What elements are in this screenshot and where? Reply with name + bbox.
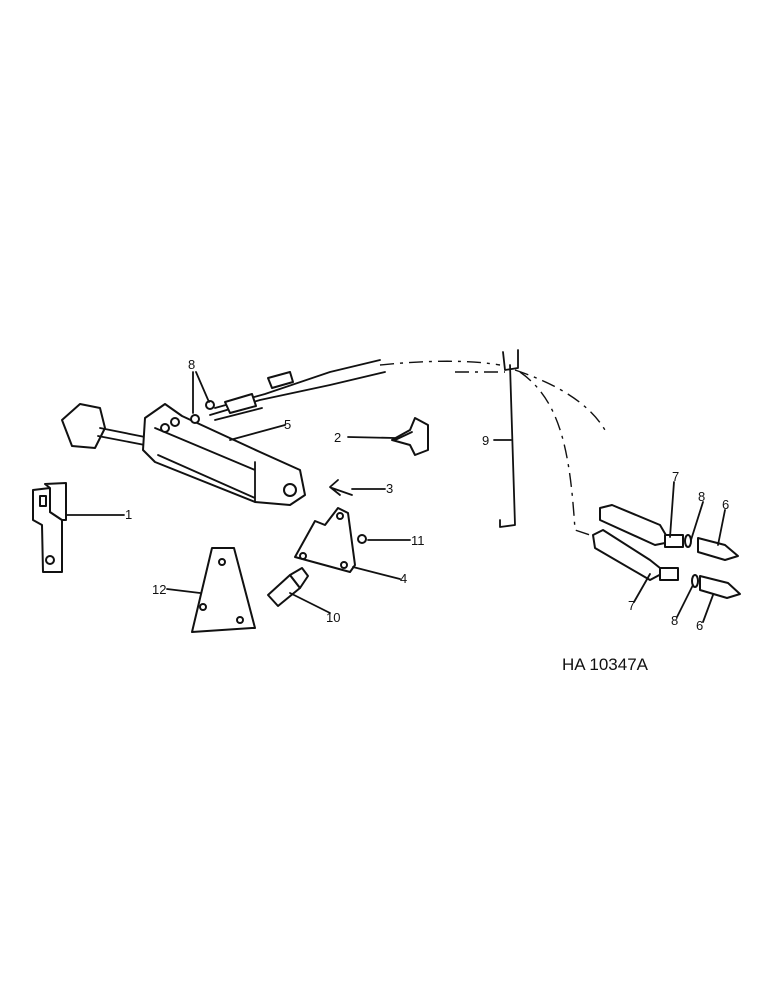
part-11-ring — [357, 534, 367, 544]
callout-8-left: 8 — [188, 357, 195, 372]
callout-6-bottom: 6 — [696, 618, 703, 633]
callout-2: 2 — [334, 430, 341, 445]
part-5-hydraulic-cylinder — [61, 403, 306, 506]
part-4-plate — [294, 507, 356, 573]
callout-10: 10 — [326, 610, 340, 625]
figure-reference: HA 10347A — [562, 655, 649, 674]
callout-12: 12 — [152, 582, 166, 597]
callout-labels: 1 2 3 4 5 6 6 7 7 8 8 8 9 10 11 12 HA 10… — [125, 357, 729, 674]
callout-8-right-top: 8 — [698, 489, 705, 504]
callout-7-bottom: 7 — [628, 598, 635, 613]
callout-8-right-bottom: 8 — [671, 613, 678, 628]
callout-6-top: 6 — [722, 497, 729, 512]
leader-lines — [65, 371, 726, 623]
callout-7-top: 7 — [672, 469, 679, 484]
right-hose-couplers — [592, 504, 741, 599]
callout-1: 1 — [125, 507, 132, 522]
hose-routing — [379, 360, 606, 536]
part-3-pin — [329, 479, 353, 496]
cylinder-hoses — [190, 359, 386, 424]
callout-5: 5 — [284, 417, 291, 432]
callout-3: 3 — [386, 481, 393, 496]
part-10-pin — [267, 567, 309, 607]
part-1-clevis — [32, 482, 67, 573]
part-9-rod — [499, 349, 519, 528]
callout-4: 4 — [400, 571, 407, 586]
part-12-plate — [191, 547, 256, 633]
callout-11: 11 — [411, 533, 425, 548]
part-2-bracket — [391, 417, 429, 456]
callout-9: 9 — [482, 433, 489, 448]
